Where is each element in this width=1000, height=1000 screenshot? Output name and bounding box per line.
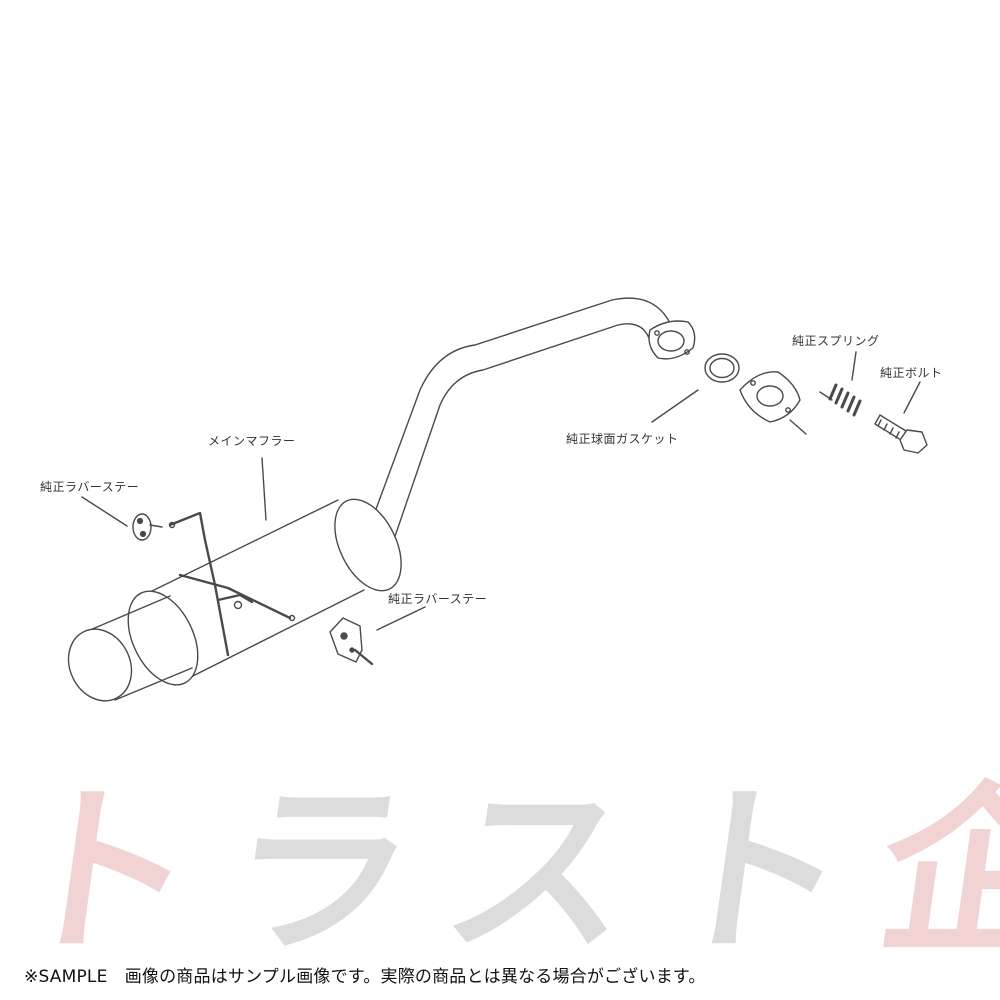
label-spring: 純正スプリング [792,334,880,348]
label-gasket: 純正球面ガスケット [566,432,679,446]
spring-part [819,383,862,417]
hanger-rods [168,511,296,657]
gasket-ring [704,353,740,383]
label-main-muffler: メインマフラー [208,434,296,448]
exhaust-pipe [371,297,685,546]
label-rubber-stay-left: 純正ラバーステー [40,480,140,494]
label-rubber-stay-right: 純正ラバーステー [388,592,488,606]
pipe-flange [648,320,696,360]
watermark-char: ラ [215,766,413,978]
watermark-char: ス [432,766,631,978]
label-bolt: 純正ボルト [880,366,943,380]
main-muffler [67,498,402,702]
watermark-char: 企 [867,766,1000,978]
bolt-part [874,414,928,454]
mating-flange [739,371,807,435]
brand-watermark: ト ラ ス ト 企 画 [0,766,1000,978]
watermark-char: ト [0,766,196,978]
rubber-stay-left [132,513,163,541]
sample-disclaimer: ※SAMPLE 画像の商品はサンプル画像です。実際の商品とは異なる場合がございま… [24,967,706,987]
watermark-char: ト [649,766,848,978]
leader-lines [81,351,921,631]
rubber-stay-right [329,617,374,666]
